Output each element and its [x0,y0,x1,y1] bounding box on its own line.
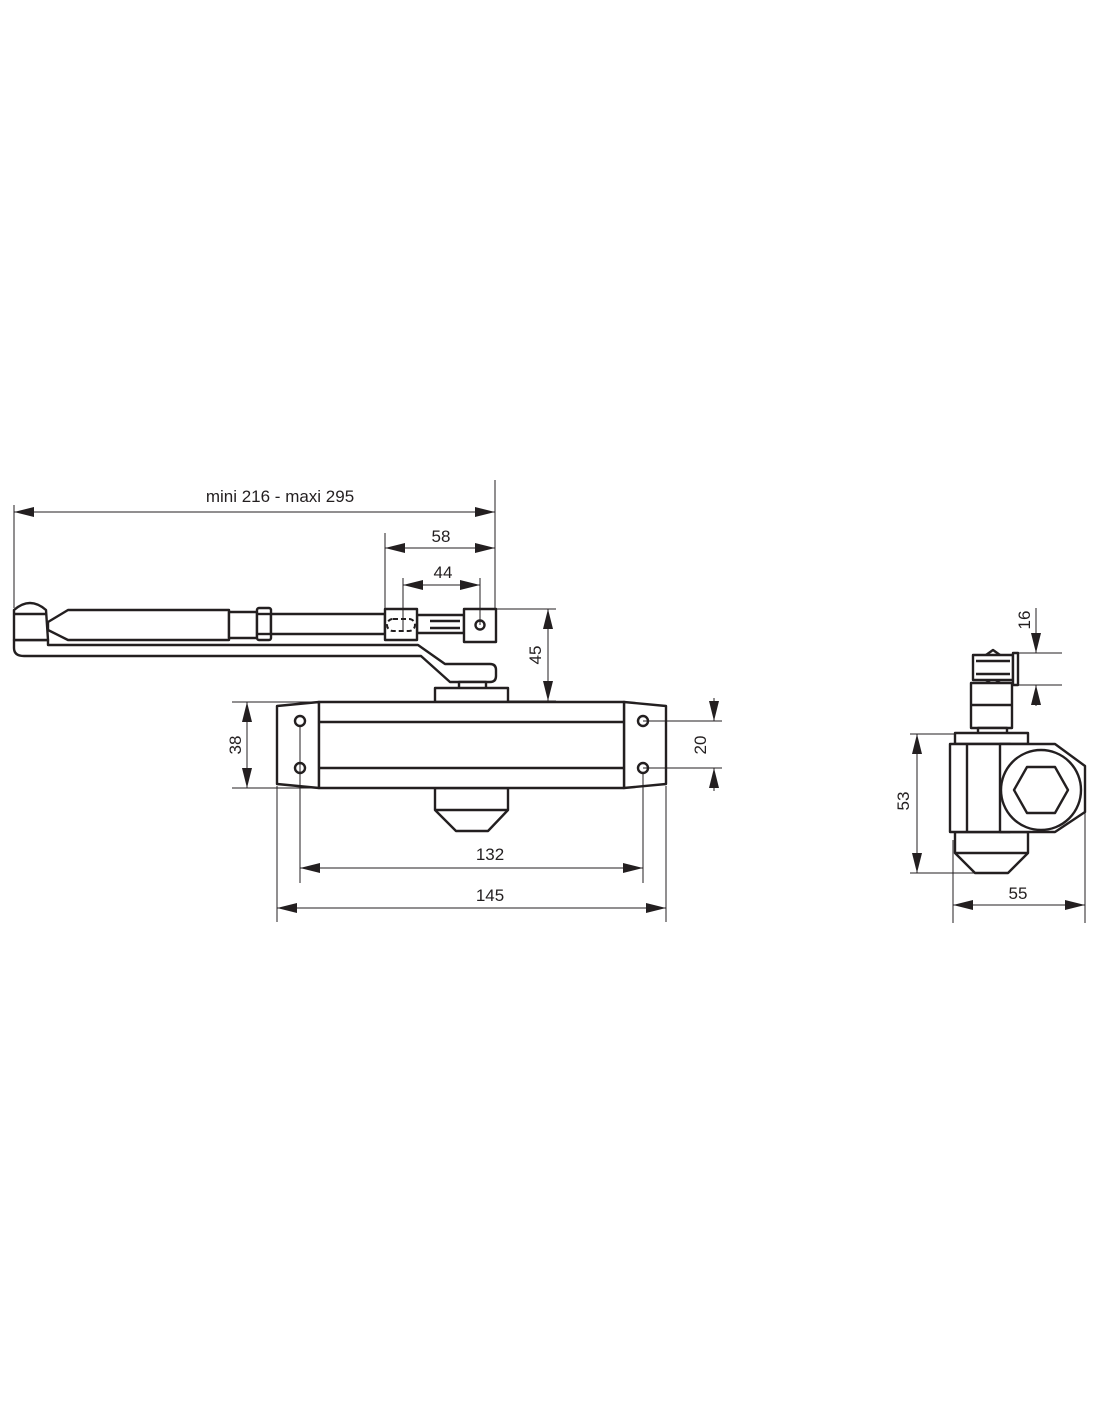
bent-arm [12,638,498,684]
dim-label-45: 45 [526,646,545,665]
dim-label-16: 16 [1015,611,1034,630]
front-dimensions: mini 216 - maxi 295 58 44 45 38 20 132 [13,480,722,922]
dim-label-20: 20 [691,736,710,755]
dim-label-145: 145 [476,886,504,905]
dim-label-44: 44 [434,563,453,582]
body-main [317,700,626,790]
dim-label-38: 38 [226,736,245,755]
dim-label-132: 132 [476,845,504,864]
closer-arm [12,601,498,692]
pivot-base [433,686,510,704]
arm-rod [269,612,387,636]
side-top-plate [953,731,1030,746]
arm-cylinder [46,608,231,642]
body-left-cap [275,700,321,790]
side-dimensions: 16 53 55 [894,608,1086,923]
dim-label-58: 58 [432,527,451,546]
arm-end-block [462,607,498,644]
closer-body [275,686,668,833]
arm-collar [227,610,259,640]
arm-shaft [415,613,466,635]
dim-label-55: 55 [1009,884,1028,903]
dim-label-53: 53 [894,792,913,811]
side-bracket-flange [1011,651,1020,687]
side-view [948,648,1087,875]
arm-end-cap [12,601,50,642]
swivel-block [383,607,419,642]
hidden-slot [386,618,416,632]
dim-label-arm-length: mini 216 - maxi 295 [206,487,354,506]
side-bracket [971,653,1015,682]
body-right-cap [622,700,668,790]
mounting-hole [293,714,307,728]
adjustment-hex-icon [1012,765,1070,815]
